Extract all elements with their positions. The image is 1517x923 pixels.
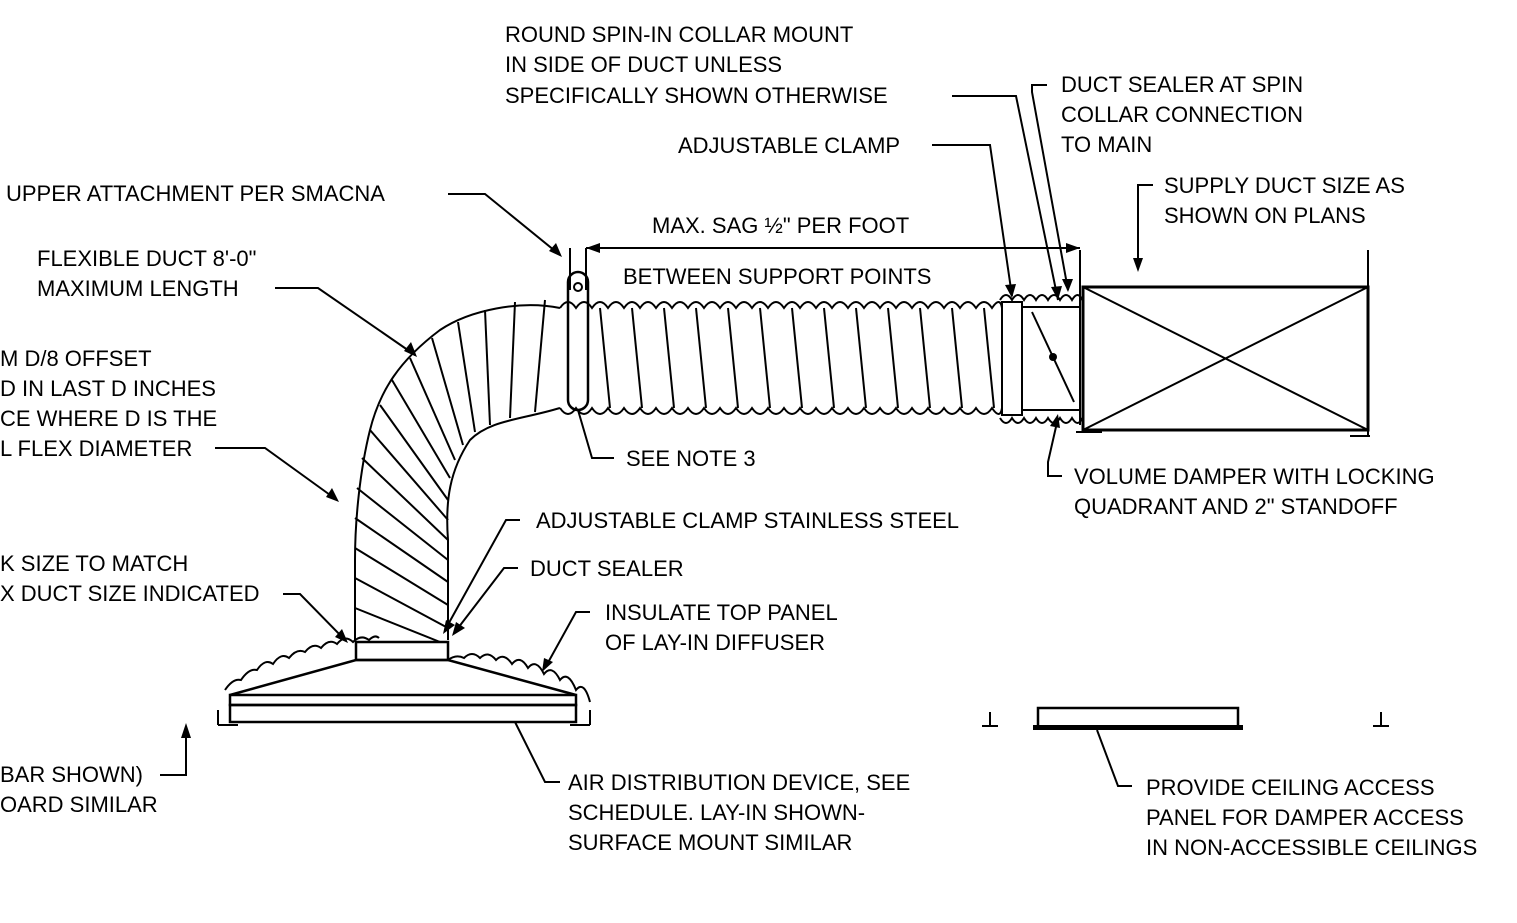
label-air-device-2: SCHEDULE. LAY-IN SHOWN- bbox=[568, 800, 865, 825]
label-offset-2: D IN LAST D INCHES bbox=[0, 376, 216, 401]
leader-lines bbox=[160, 84, 1153, 787]
label-access-panel-3: IN NON-ACCESSIBLE CEILINGS bbox=[1146, 835, 1477, 860]
flex-duct-elbow bbox=[354, 299, 561, 643]
label-neck-1: K SIZE TO MATCH bbox=[0, 551, 188, 576]
air-distribution-device bbox=[217, 635, 591, 726]
label-spin-in-3: SPECIFICALLY SHOWN OTHERWISE bbox=[505, 83, 888, 108]
label-duct-sealer-spin-2: COLLAR CONNECTION bbox=[1061, 102, 1303, 127]
label-flex-length-2: MAXIMUM LENGTH bbox=[37, 276, 239, 301]
label-spin-in-2: IN SIDE OF DUCT UNLESS bbox=[505, 52, 782, 77]
label-supply-duct-2: SHOWN ON PLANS bbox=[1164, 203, 1366, 228]
label-offset-3: CE WHERE D IS THE bbox=[0, 406, 217, 431]
label-volume-damper-2: QUADRANT AND 2" STANDOFF bbox=[1074, 494, 1398, 519]
label-adjustable-clamp: ADJUSTABLE CLAMP bbox=[678, 133, 900, 158]
label-tbar-2: OARD SIMILAR bbox=[0, 792, 158, 817]
label-offset-4: L FLEX DIAMETER bbox=[0, 436, 192, 461]
volume-damper bbox=[1031, 311, 1075, 403]
label-access-panel-2: PANEL FOR DAMPER ACCESS bbox=[1146, 805, 1464, 830]
label-upper-attachment: UPPER ATTACHMENT PER SMACNA bbox=[6, 181, 385, 206]
label-clamp-ss: ADJUSTABLE CLAMP STAINLESS STEEL bbox=[536, 508, 959, 533]
label-access-panel-1: PROVIDE CEILING ACCESS bbox=[1146, 775, 1435, 800]
label-air-device-1: AIR DISTRIBUTION DEVICE, SEE bbox=[568, 770, 910, 795]
flex-duct-horizontal bbox=[559, 301, 1003, 415]
label-between-support: BETWEEN SUPPORT POINTS bbox=[623, 264, 931, 289]
label-flex-length-1: FLEXIBLE DUCT 8'-0" bbox=[37, 246, 256, 271]
ceiling-access-panel bbox=[982, 706, 1389, 730]
hanger-strap bbox=[566, 248, 590, 412]
label-neck-2: X DUCT SIZE INDICATED bbox=[0, 581, 260, 606]
label-insulate-1: INSULATE TOP PANEL bbox=[605, 600, 838, 625]
label-air-device-3: SURFACE MOUNT SIMILAR bbox=[568, 830, 852, 855]
label-spin-in-1: ROUND SPIN-IN COLLAR MOUNT bbox=[505, 22, 853, 47]
label-duct-sealer-spin-1: DUCT SEALER AT SPIN bbox=[1061, 72, 1303, 97]
supply-duct bbox=[1076, 250, 1370, 437]
label-volume-damper-1: VOLUME DAMPER WITH LOCKING bbox=[1074, 464, 1435, 489]
label-duct-sealer: DUCT SEALER bbox=[530, 556, 684, 581]
label-insulate-2: OF LAY-IN DIFFUSER bbox=[605, 630, 825, 655]
label-supply-duct-1: SUPPLY DUCT SIZE AS bbox=[1164, 173, 1405, 198]
annotation-labels: ROUND SPIN-IN COLLAR MOUNT IN SIDE OF DU… bbox=[0, 22, 1477, 860]
spin-in-collar bbox=[999, 250, 1083, 425]
label-offset-1: M D/8 OFFSET bbox=[0, 346, 152, 371]
label-duct-sealer-spin-3: TO MAIN bbox=[1061, 132, 1152, 157]
label-max-sag: MAX. SAG ½" PER FOOT bbox=[652, 213, 909, 238]
label-see-note: SEE NOTE 3 bbox=[626, 446, 756, 471]
sag-dimension bbox=[586, 243, 1080, 253]
label-tbar-1: BAR SHOWN) bbox=[0, 762, 143, 787]
